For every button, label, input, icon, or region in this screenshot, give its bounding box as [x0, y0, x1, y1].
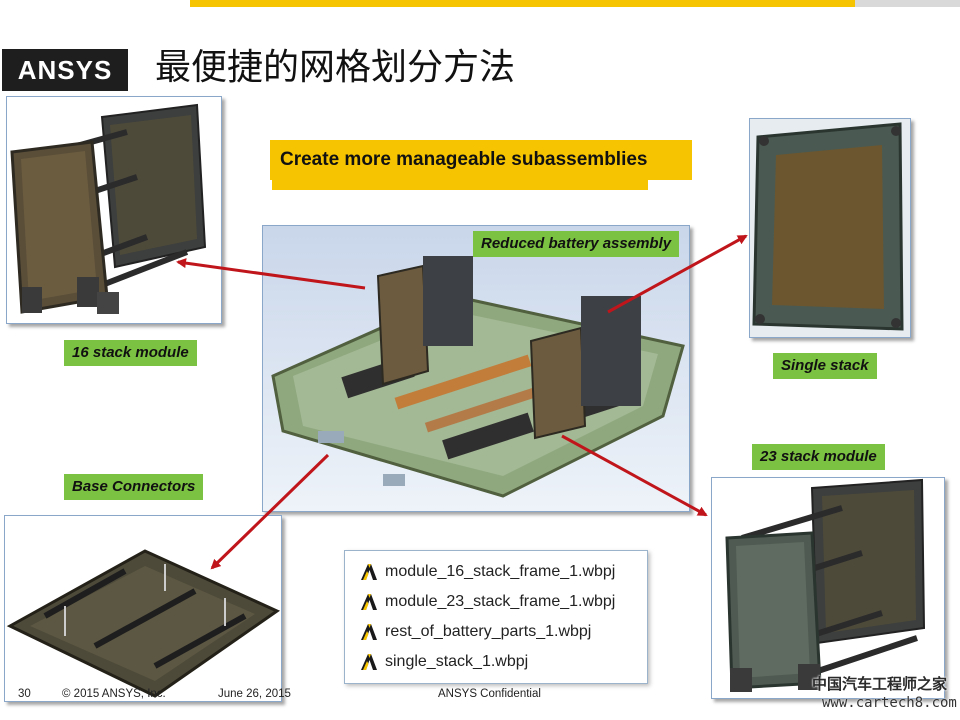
image-single-stack: [749, 118, 911, 338]
file-item[interactable]: module_23_stack_frame_1.wbpj: [345, 587, 647, 617]
image-reduced-battery-assembly: [262, 225, 690, 512]
top-accent-bar-shade: [855, 0, 960, 7]
ansys-logo: ANSYS: [2, 49, 128, 91]
callout-text: Create more manageable subassemblies: [280, 149, 648, 170]
image-23-stack-module: [711, 477, 945, 699]
file-item[interactable]: module_16_stack_frame_1.wbpj: [345, 557, 647, 587]
file-item[interactable]: single_stack_1.wbpj: [345, 647, 647, 677]
footer-confidential: ANSYS Confidential: [438, 688, 541, 700]
callout-box: Create more manageable subassemblies: [270, 140, 692, 180]
footer-date: June 26, 2015: [218, 688, 291, 700]
callout-edge: [272, 180, 648, 190]
watermark-url: www.cartech8.com: [822, 695, 957, 711]
arrow-to-base-connectors: [210, 453, 330, 570]
footer-copyright: © 2015 ANSYS, Inc.: [62, 688, 166, 700]
image-16-stack-module: [6, 96, 222, 324]
arrow-to-16-stack: [176, 258, 366, 290]
arrow-to-single-stack: [607, 234, 748, 314]
label-23-stack-module: 23 stack module: [752, 444, 885, 470]
file-name: module_23_stack_frame_1.wbpj: [385, 593, 616, 610]
footer-page-number: 30: [18, 688, 31, 700]
workbench-file-list: module_16_stack_frame_1.wbpj module_23_s…: [344, 550, 648, 684]
watermark-title: 中国汽车工程师之家: [812, 675, 948, 693]
label-single-stack: Single stack: [773, 353, 877, 379]
ansys-workbench-icon: [361, 624, 377, 640]
file-name: module_16_stack_frame_1.wbpj: [385, 563, 616, 580]
top-accent-bar: [190, 0, 960, 7]
logo-text: ANSYS: [17, 54, 113, 85]
ansys-workbench-icon: [361, 564, 377, 580]
arrow-to-23-stack: [561, 434, 708, 517]
file-name: rest_of_battery_parts_1.wbpj: [385, 623, 592, 640]
file-item[interactable]: rest_of_battery_parts_1.wbpj: [345, 617, 647, 647]
label-base-connectors: Base Connectors: [64, 474, 204, 500]
ansys-workbench-icon: [361, 594, 377, 610]
slide-title: 最便捷的网格划分方法: [155, 47, 516, 88]
label-reduced-battery-assembly: Reduced battery assembly: [473, 231, 680, 257]
label-16-stack-module: 16 stack module: [64, 340, 197, 366]
ansys-workbench-icon: [361, 654, 377, 670]
file-name: single_stack_1.wbpj: [385, 653, 529, 670]
